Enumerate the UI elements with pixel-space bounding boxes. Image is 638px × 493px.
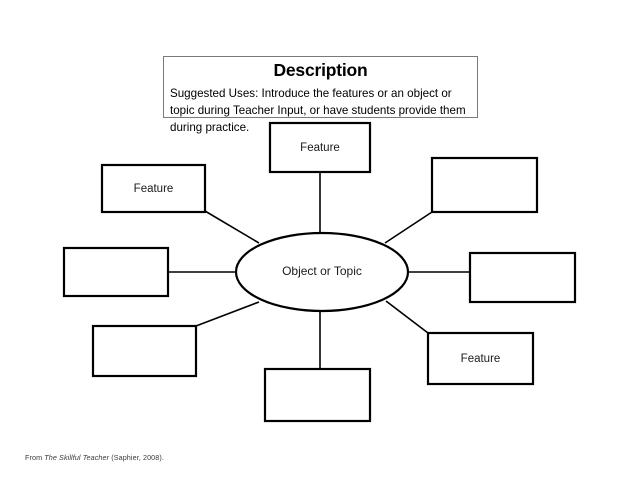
- center-label: Object or Topic: [282, 264, 362, 278]
- node-lower-left[interactable]: [91, 324, 198, 378]
- citation-prefix: From: [25, 453, 45, 462]
- node-label-top-center: Feature: [300, 142, 340, 154]
- citation-suffix: (Saphier, 2008).: [109, 453, 164, 462]
- node-bottom[interactable]: [263, 367, 372, 423]
- node-box-bottom[interactable]: [263, 367, 372, 423]
- node-lower-right[interactable]: Feature: [426, 331, 535, 386]
- description-title: Description: [273, 60, 368, 80]
- connector-lower-right: [385, 300, 429, 334]
- node-left[interactable]: [62, 246, 170, 298]
- node-top-center[interactable]: Feature: [268, 121, 372, 174]
- node-box-right[interactable]: [468, 251, 577, 304]
- description-body: Suggested Uses: Introduce the features o…: [170, 87, 466, 134]
- node-box-upper-right[interactable]: [430, 156, 539, 214]
- node-upper-left[interactable]: Feature: [100, 163, 207, 214]
- node-right[interactable]: [468, 251, 577, 304]
- connector-lower-left: [195, 301, 260, 327]
- center-ellipse[interactable]: [234, 231, 410, 313]
- connector-lines: [168, 172, 470, 369]
- node-box-left[interactable]: [62, 246, 170, 298]
- node-upper-right[interactable]: [430, 156, 539, 214]
- node-box-lower-left[interactable]: [91, 324, 198, 378]
- description-panel-border: [163, 56, 478, 118]
- connector-upper-left: [204, 210, 260, 244]
- node-box-upper-left[interactable]: [100, 163, 207, 214]
- node-box-top-center[interactable]: [268, 121, 372, 174]
- citation-source-title: The Skillful Teacher: [44, 453, 110, 462]
- connector-upper-right: [384, 211, 433, 244]
- node-label-lower-right: Feature: [461, 353, 501, 365]
- center-node[interactable]: Object or Topic: [234, 231, 410, 313]
- source-citation: From The Skillful Teacher (Saphier, 2008…: [25, 453, 164, 462]
- node-box-lower-right[interactable]: [426, 331, 535, 386]
- node-label-upper-left: Feature: [134, 183, 174, 195]
